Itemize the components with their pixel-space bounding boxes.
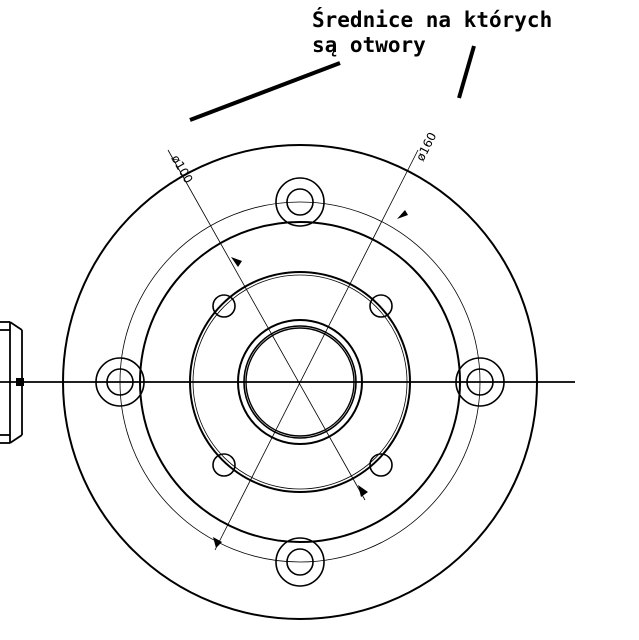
annotation-line-1: Średnice na których xyxy=(312,8,553,32)
arrowhead-100-top xyxy=(231,257,242,267)
dimension-line-100 xyxy=(167,149,366,501)
dimension-label-160: ø160 xyxy=(413,130,439,163)
outer-hole-top xyxy=(275,177,325,227)
dimension-line-160 xyxy=(214,149,419,551)
arrowhead-100-bottom xyxy=(358,485,368,497)
arrowhead-160-top xyxy=(397,210,408,219)
dimension-label-100: ø100 xyxy=(168,153,195,186)
side-view-marker xyxy=(16,378,24,386)
leader-line-left xyxy=(189,61,341,122)
inner-hole-bottom-right xyxy=(369,453,393,477)
inner-hole-bottom-left xyxy=(212,453,236,477)
outer-hole-bottom xyxy=(275,537,325,587)
inner-hole-top-right xyxy=(369,294,393,318)
inner-hole-top-left xyxy=(212,294,236,318)
arrowhead-160-bottom xyxy=(213,537,222,548)
leader-line-right xyxy=(457,45,476,99)
annotation-line-2: są otwory xyxy=(312,33,426,57)
